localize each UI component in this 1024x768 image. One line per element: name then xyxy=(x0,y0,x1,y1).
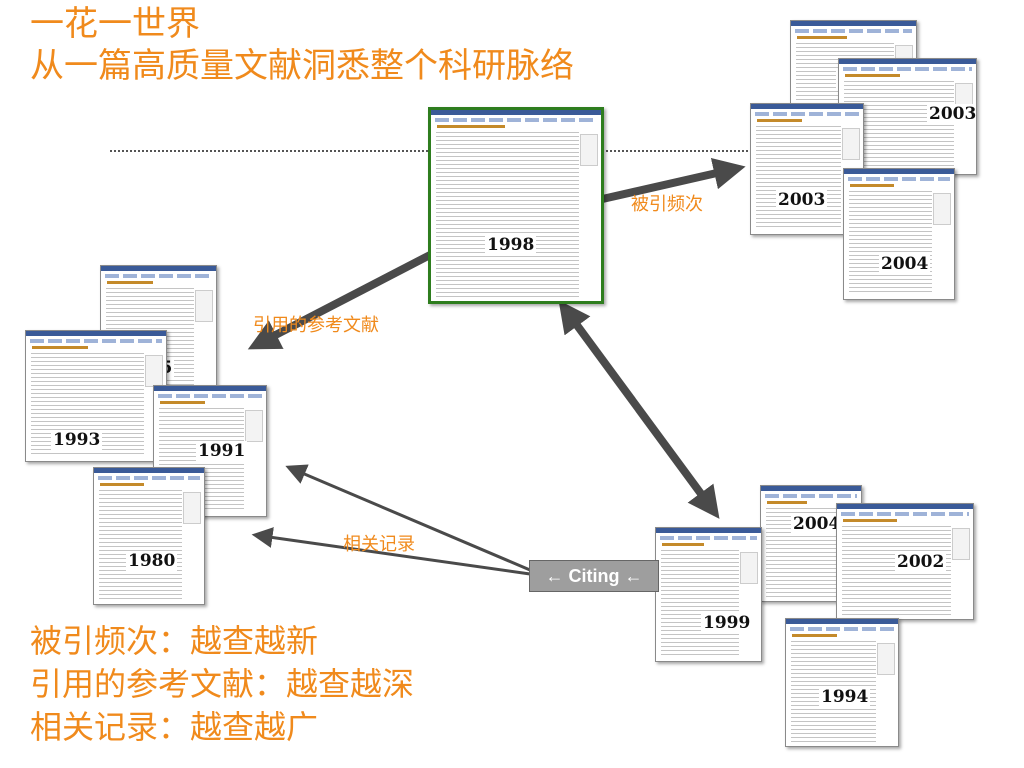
label-cited-refs: 引用的参考文献 xyxy=(253,315,379,336)
citing-label-box: ← Citing ← xyxy=(529,560,659,592)
document-thumbnail: 1993 xyxy=(25,330,167,462)
document-year: 2004 xyxy=(791,514,843,534)
document-thumbnail: 2004 xyxy=(843,168,955,300)
document-year: 1993 xyxy=(51,430,103,450)
document-thumbnail: 1994 xyxy=(785,618,899,747)
title-line-1: 一花一世界 xyxy=(30,4,200,44)
title-line-2: 从一篇高质量文献洞悉整个科研脉络 xyxy=(30,46,574,86)
document-year: 2003 xyxy=(927,104,977,124)
arrow-related-1 xyxy=(285,464,531,572)
main-document: 1998 xyxy=(428,107,604,304)
arrow-times-cited xyxy=(597,157,746,204)
arrow-citing-link xyxy=(558,300,720,519)
arrow-cited-refs xyxy=(247,251,432,350)
main-document-year: 1998 xyxy=(485,235,537,255)
summary-line-3: 相关记录：越查越广 xyxy=(30,708,319,746)
arrow-related-2 xyxy=(251,527,531,576)
label-times-cited: 被引频次 xyxy=(631,194,703,215)
document-year: 1999 xyxy=(701,613,753,633)
document-year: 1980 xyxy=(126,551,178,571)
summary-line-2: 引用的参考文献：越查越深 xyxy=(30,665,415,703)
label-related: 相关记录 xyxy=(343,534,415,555)
document-thumbnail: 2002 xyxy=(836,503,974,620)
document-year: 1994 xyxy=(819,687,871,707)
document-thumbnail: 1999 xyxy=(655,527,762,662)
document-year: 1991 xyxy=(196,441,248,461)
citing-label: ← Citing ← xyxy=(545,565,643,586)
document-year: 2002 xyxy=(895,552,947,572)
document-thumbnail: 1980 xyxy=(93,467,205,605)
document-year: 2003 xyxy=(776,190,828,210)
summary-line-1: 被引频次：越查越新 xyxy=(30,622,319,660)
document-year: 2004 xyxy=(879,254,931,274)
